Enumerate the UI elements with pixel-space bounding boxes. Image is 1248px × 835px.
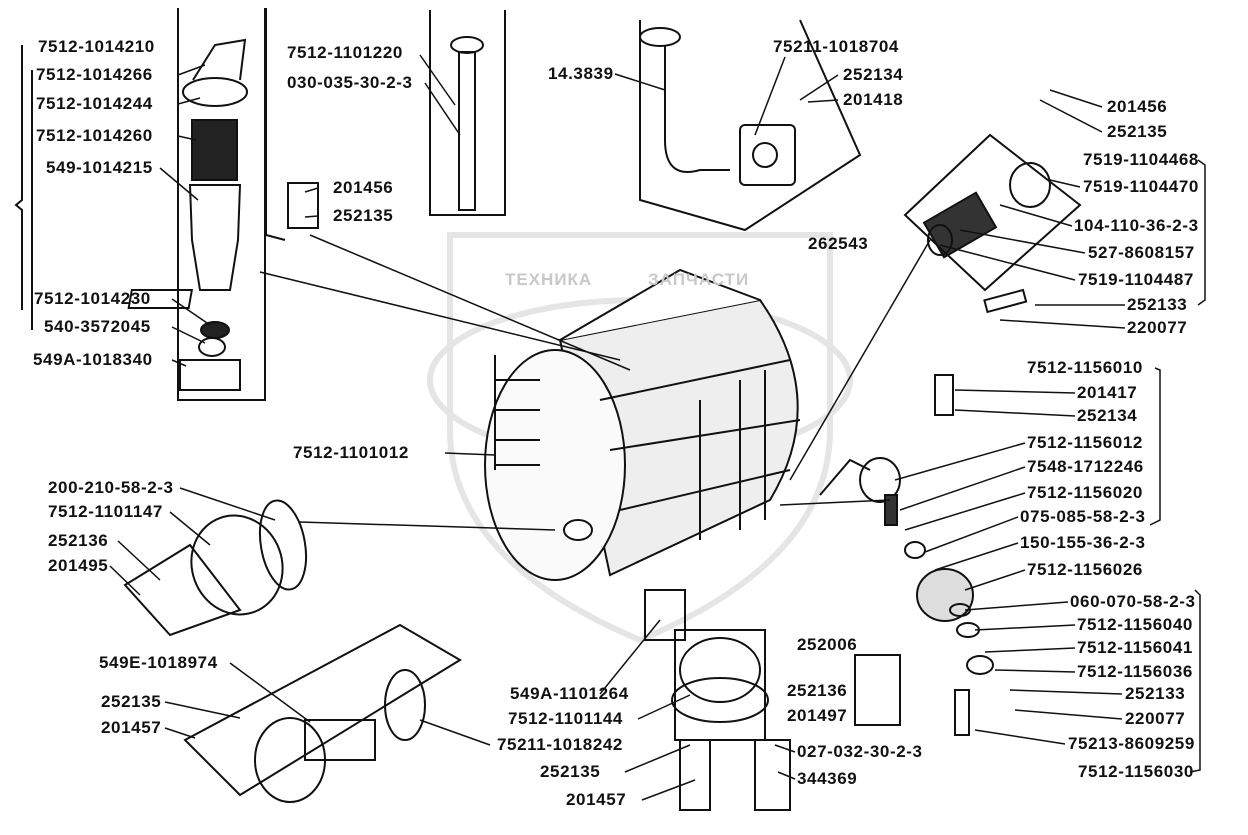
part-label: 252134 xyxy=(843,65,904,84)
part-label: 252135 xyxy=(101,692,162,711)
part-label: 549A-1018340 xyxy=(33,350,153,369)
part-label: 549A-1101264 xyxy=(510,684,629,703)
sensor-assembly xyxy=(903,133,1082,314)
part-label: 7512-1101147 xyxy=(48,502,163,521)
part-label: 7512-1156036 xyxy=(1077,662,1193,681)
part-label: 030-035-30-2-3 xyxy=(287,73,413,92)
part-label: 220077 xyxy=(1127,318,1188,337)
watermark-text-left: ТЕХНИКА xyxy=(505,270,593,289)
part-label: 104-110-36-2-3 xyxy=(1074,216,1199,235)
part-label: 252136 xyxy=(787,681,848,700)
part-label: 7519-1104470 xyxy=(1083,177,1199,196)
fuel-intake-pipe xyxy=(639,19,862,232)
fuel-tank xyxy=(484,268,801,581)
part-label: 252134 xyxy=(1077,406,1138,425)
part-label: 7512-1101144 xyxy=(508,709,623,728)
part-label: 7512-1014260 xyxy=(36,126,153,145)
part-label: 7519-1104468 xyxy=(1083,150,1199,169)
part-label: 200-210-58-2-3 xyxy=(48,478,174,497)
part-label: 7512-1014244 xyxy=(36,94,153,113)
part-label: 262543 xyxy=(808,234,869,253)
part-label: 75213-8609259 xyxy=(1068,734,1195,753)
part-label: 201497 xyxy=(787,706,848,725)
part-label: 344369 xyxy=(797,769,858,788)
part-label: 150-155-36-2-3 xyxy=(1020,533,1146,552)
part-label: 549-1014215 xyxy=(46,158,153,177)
part-label: 7512-1156030 xyxy=(1078,762,1194,781)
part-label: 201456 xyxy=(333,178,394,197)
part-label: 252135 xyxy=(540,762,601,781)
part-label: 075-085-58-2-3 xyxy=(1020,507,1146,526)
bottom-hatch xyxy=(644,589,901,811)
part-label: 201417 xyxy=(1077,383,1138,402)
part-label: 060-070-58-2-3 xyxy=(1070,592,1196,611)
leader-lines xyxy=(109,54,1126,801)
part-label: 7519-1104487 xyxy=(1078,270,1194,289)
part-label: 7512-1101012 xyxy=(293,443,409,462)
part-label: 7512-1156020 xyxy=(1027,483,1143,502)
part-label: 252133 xyxy=(1125,684,1186,703)
part-label: 549E-1018974 xyxy=(99,653,218,672)
part-label: 252136 xyxy=(48,531,109,550)
filler-neck-assembly xyxy=(127,38,248,391)
part-label: 7512-1101220 xyxy=(287,43,403,62)
part-label: 7548-1712246 xyxy=(1027,457,1144,476)
part-label: 7512-1156012 xyxy=(1027,433,1143,452)
inspection-cover xyxy=(123,499,308,637)
part-label: 252135 xyxy=(1107,122,1168,141)
part-label: 527-8608157 xyxy=(1088,243,1195,262)
watermark-text-right: ЗАПЧАСТИ xyxy=(648,270,750,289)
part-label: 027-032-30-2-3 xyxy=(797,742,923,761)
part-label: 201418 xyxy=(843,90,904,109)
part-label: 252135 xyxy=(333,206,394,225)
part-label: 75211-1018242 xyxy=(497,735,623,754)
part-label: 252133 xyxy=(1127,295,1188,314)
part-label: 7512-1014210 xyxy=(38,37,155,56)
part-label: 252006 xyxy=(797,635,858,654)
part-label: 201495 xyxy=(48,556,109,575)
part-label: 201457 xyxy=(566,790,627,809)
heater-assembly xyxy=(183,623,462,803)
drain-tube xyxy=(429,10,506,216)
part-label: 14.3839 xyxy=(548,64,614,83)
part-label: 201456 xyxy=(1107,97,1168,116)
part-label: 7512-1156010 xyxy=(1027,358,1143,377)
part-label: 201457 xyxy=(101,718,162,737)
part-label: 7512-1014230 xyxy=(34,289,151,308)
part-label: 540-3572045 xyxy=(44,317,151,336)
part-label: 75211-1018704 xyxy=(773,37,899,56)
part-label: 220077 xyxy=(1125,709,1186,728)
part-label: 7512-1156026 xyxy=(1027,560,1143,579)
part-label: 7512-1156040 xyxy=(1077,615,1193,634)
part-label: 7512-1014266 xyxy=(36,65,153,84)
part-label: 7512-1156041 xyxy=(1077,638,1193,657)
